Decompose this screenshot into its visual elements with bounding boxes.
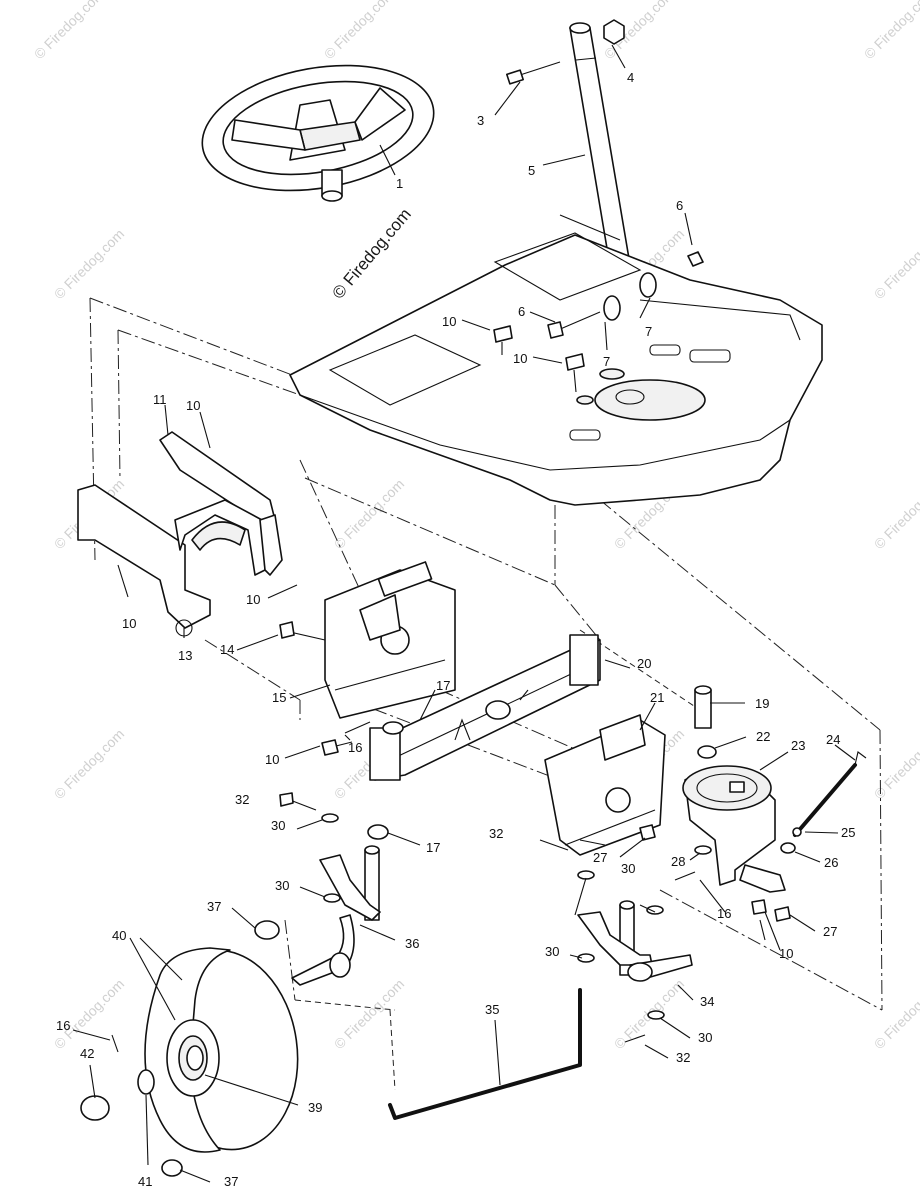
left-bracket (77, 431, 283, 637)
leader-lines (72, 44, 856, 1183)
shaft-hardware (547, 251, 704, 339)
callout-37-bottom: 37 (224, 1174, 238, 1189)
callout-17-top: 17 (436, 678, 450, 693)
callout-16-wheel: 16 (56, 1018, 70, 1033)
callout-21: 21 (650, 690, 664, 705)
callout-20: 20 (637, 656, 651, 671)
callout-10-dash-1: 10 (442, 314, 456, 329)
axle-bracket-right (544, 714, 666, 856)
callout-35: 35 (485, 1002, 499, 1017)
watermark-tiles: © Firedog.com © Firedog.com © Firedog.co… (31, 0, 920, 1052)
spindle-right (577, 900, 693, 982)
spindle-left (291, 845, 381, 986)
callout-22: 22 (756, 729, 770, 744)
callout-6-top: 6 (676, 198, 683, 213)
watermark-tile: © Firedog.com (871, 226, 920, 302)
callout-40: 40 (112, 928, 126, 943)
callout-26: 26 (824, 855, 838, 870)
watermark-tile: © Firedog.com (321, 0, 397, 62)
callout-23: 23 (791, 738, 805, 753)
callout-6-mid: 6 (518, 304, 525, 319)
watermark-tile: © Firedog.com (51, 976, 127, 1052)
watermark-tile: © Firedog.com (51, 726, 127, 802)
callout-30-right-mid: 30 (545, 944, 559, 959)
callout-30-right-bottom: 30 (698, 1030, 712, 1045)
front-tire (144, 947, 299, 1153)
callout-16-right: 16 (717, 906, 731, 921)
watermark-main: © Firedog.com (329, 205, 415, 303)
callout-7-right: 7 (645, 324, 652, 339)
sector-gear (682, 765, 786, 893)
callout-25: 25 (841, 825, 855, 840)
callout-10-bracket: 10 (186, 398, 200, 413)
callout-14: 14 (220, 642, 234, 657)
right-washers (539, 824, 791, 1043)
callout-27-left: 27 (593, 850, 607, 865)
callout-39: 39 (308, 1100, 322, 1115)
callout-37-top: 37 (207, 899, 221, 914)
bolt-and-nut (505, 19, 625, 85)
callout-32-bottom: 32 (676, 1050, 690, 1065)
watermark-tile: © Firedog.com (861, 0, 920, 62)
steering-wheel (201, 64, 435, 202)
dash-bolts (493, 325, 585, 393)
callout-32-left: 32 (235, 792, 249, 807)
callout-10-mid: 10 (246, 592, 260, 607)
callout-24: 24 (826, 732, 840, 747)
callout-16-axle: 16 (348, 740, 362, 755)
watermark-tile: © Firedog.com (331, 976, 407, 1052)
watermark-tile: © Firedog.com (871, 476, 920, 552)
callout-5: 5 (528, 163, 535, 178)
callout-30-right-top: 30 (621, 861, 635, 876)
watermark-tile: © Firedog.com (331, 476, 407, 552)
bolt-14 (279, 621, 326, 641)
front-axle (369, 634, 601, 781)
wheel-hardware (80, 920, 280, 1177)
tie-rod-right (780, 751, 867, 854)
callout-labels: 1 3 4 5 6 6 7 7 10 10 10 10 10 10 10 11 … (56, 70, 855, 1189)
callout-10-axle: 10 (265, 752, 279, 767)
callout-10-left: 10 (122, 616, 136, 631)
callout-19: 19 (755, 696, 769, 711)
callout-17-bottom: 17 (426, 840, 440, 855)
drag-link (388, 988, 582, 1120)
left-washers (279, 721, 404, 903)
callout-3: 3 (477, 113, 484, 128)
tractor-dashboard (289, 214, 823, 506)
callout-11: 11 (153, 392, 167, 407)
axle-bracket-left (324, 561, 456, 719)
callout-10-dash-2: 10 (513, 351, 527, 366)
callout-28: 28 (671, 854, 685, 869)
callout-34: 34 (700, 994, 714, 1009)
callout-1: 1 (396, 176, 403, 191)
callout-10-right: 10 (779, 946, 793, 961)
callout-41: 41 (138, 1174, 152, 1189)
callout-4: 4 (627, 70, 634, 85)
callout-32-mid: 32 (489, 826, 503, 841)
callout-7-left: 7 (603, 354, 610, 369)
callout-27-right: 27 (823, 924, 837, 939)
watermark-tile: © Firedog.com (51, 226, 127, 302)
callout-30-left-mid: 30 (275, 878, 289, 893)
callout-36: 36 (405, 936, 419, 951)
callout-15: 15 (272, 690, 286, 705)
callout-13: 13 (178, 648, 192, 663)
pinion-gear (694, 685, 717, 759)
watermark-tile: © Firedog.com (871, 976, 920, 1052)
watermark-tile: © Firedog.com (871, 726, 920, 802)
callout-42: 42 (80, 1046, 94, 1061)
watermark-tile: © Firedog.com (31, 0, 107, 62)
callout-30-left-top: 30 (271, 818, 285, 833)
